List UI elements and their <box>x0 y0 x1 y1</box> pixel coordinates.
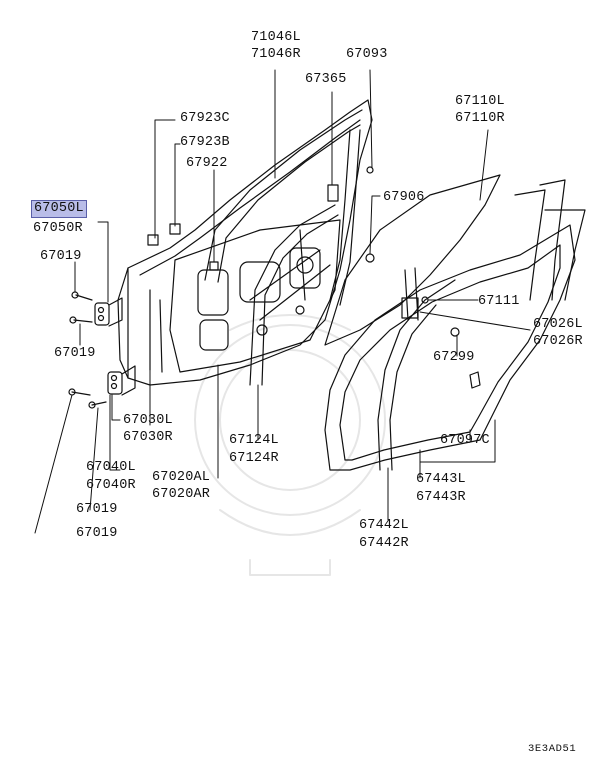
label-67922[interactable]: 67922 <box>186 156 228 171</box>
label-67365[interactable]: 67365 <box>305 72 347 87</box>
label-67026r[interactable]: 67026R <box>533 334 583 349</box>
watermark-emblem <box>194 314 386 576</box>
opening-weatherstrip <box>377 279 456 471</box>
label-67923b[interactable]: 67923B <box>180 135 230 150</box>
label-67040l[interactable]: 67040L <box>86 460 136 475</box>
door-weatherstrip <box>324 224 576 471</box>
door-outer-panel <box>117 99 373 386</box>
label-67026l[interactable]: 67026L <box>533 317 583 332</box>
leader-lines <box>34 69 531 534</box>
label-67097c[interactable]: 67097C <box>440 433 490 448</box>
label-67019-mid[interactable]: 67019 <box>54 346 96 361</box>
lower-hinge <box>107 365 136 396</box>
upper-hinge <box>94 297 123 327</box>
label-67110l[interactable]: 67110L <box>455 94 505 109</box>
label-67020al[interactable]: 67020AL <box>152 470 211 485</box>
label-71046l[interactable]: 71046L <box>251 30 301 45</box>
label-67019-lower[interactable]: 67019 <box>76 502 118 517</box>
label-67124r[interactable]: 67124R <box>229 451 279 466</box>
label-67442r[interactable]: 67442R <box>359 536 409 551</box>
label-67110r[interactable]: 67110R <box>455 111 505 126</box>
door-inner-panel <box>169 219 341 373</box>
label-67906[interactable]: 67906 <box>383 190 425 205</box>
label-67019-bottom[interactable]: 67019 <box>76 526 118 541</box>
clips <box>147 166 481 389</box>
label-67050l[interactable]: 67050L <box>31 200 87 218</box>
label-67111[interactable]: 67111 <box>478 294 520 309</box>
label-67030l[interactable]: 67030L <box>123 413 173 428</box>
label-67050r[interactable]: 67050R <box>33 221 83 236</box>
label-67443r[interactable]: 67443R <box>416 490 466 505</box>
label-67093[interactable]: 67093 <box>346 47 388 62</box>
window-regulator <box>249 229 331 321</box>
label-67923c[interactable]: 67923C <box>180 111 230 126</box>
label-67443l[interactable]: 67443L <box>416 472 466 487</box>
label-67019-top[interactable]: 67019 <box>40 249 82 264</box>
label-67124l[interactable]: 67124L <box>229 433 279 448</box>
label-71046r[interactable]: 71046R <box>251 47 301 62</box>
label-67040r[interactable]: 67040R <box>86 478 136 493</box>
label-67299[interactable]: 67299 <box>433 350 475 365</box>
label-67020ar[interactable]: 67020AR <box>152 487 211 502</box>
figure-code: 3E3AD51 <box>528 743 577 755</box>
label-67030r[interactable]: 67030R <box>123 430 173 445</box>
door-glass <box>324 174 501 346</box>
glass-run-channel <box>514 179 586 301</box>
label-67442l[interactable]: 67442L <box>359 518 409 533</box>
center-channel <box>401 267 419 321</box>
run-channel <box>249 204 339 386</box>
